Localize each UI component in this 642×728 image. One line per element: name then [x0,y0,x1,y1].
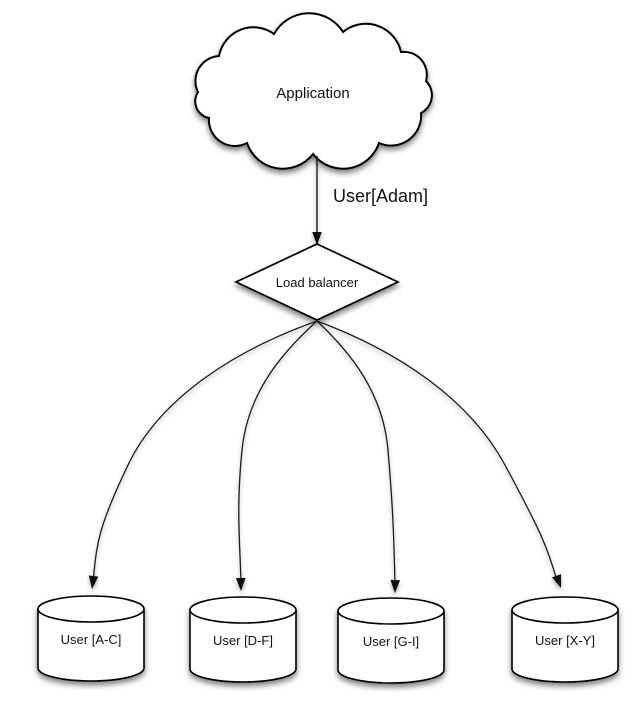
shard-cylinder-4 [511,596,619,683]
edges-lb-to-shards [88,320,562,593]
edge-app-to-lb [312,156,322,245]
arrowhead-shard-2 [235,577,246,591]
edge-lb-to-shard-2 [238,320,318,585]
application-label: Application [276,85,349,102]
edge-lb-to-shard-3 [316,320,396,587]
arrowhead-down [312,232,322,245]
shard-cylinder-2 [189,596,297,683]
arrowhead-shard-3 [390,579,401,593]
shard-label-1: User [A-C] [61,632,122,647]
edge-lb-to-shard-1 [92,320,318,583]
edge-lb-to-shard-4 [316,320,558,582]
application-cloud-shape [194,12,433,170]
shard-label-3: User [G-I] [363,634,419,649]
shard-label-2: User [D-F] [213,633,273,648]
arrowhead-shard-4 [552,574,562,588]
arrowhead-shard-1 [88,575,99,589]
shard-cylinder-3 [337,597,445,684]
load-balancer-label: Load balancer [276,275,359,290]
shard-label-4: User [X-Y] [535,633,595,648]
shard-cylinder-1 [37,595,145,682]
load-balancer-shape [233,243,401,321]
edge-app-to-lb-label: User[Adam] [333,186,428,206]
